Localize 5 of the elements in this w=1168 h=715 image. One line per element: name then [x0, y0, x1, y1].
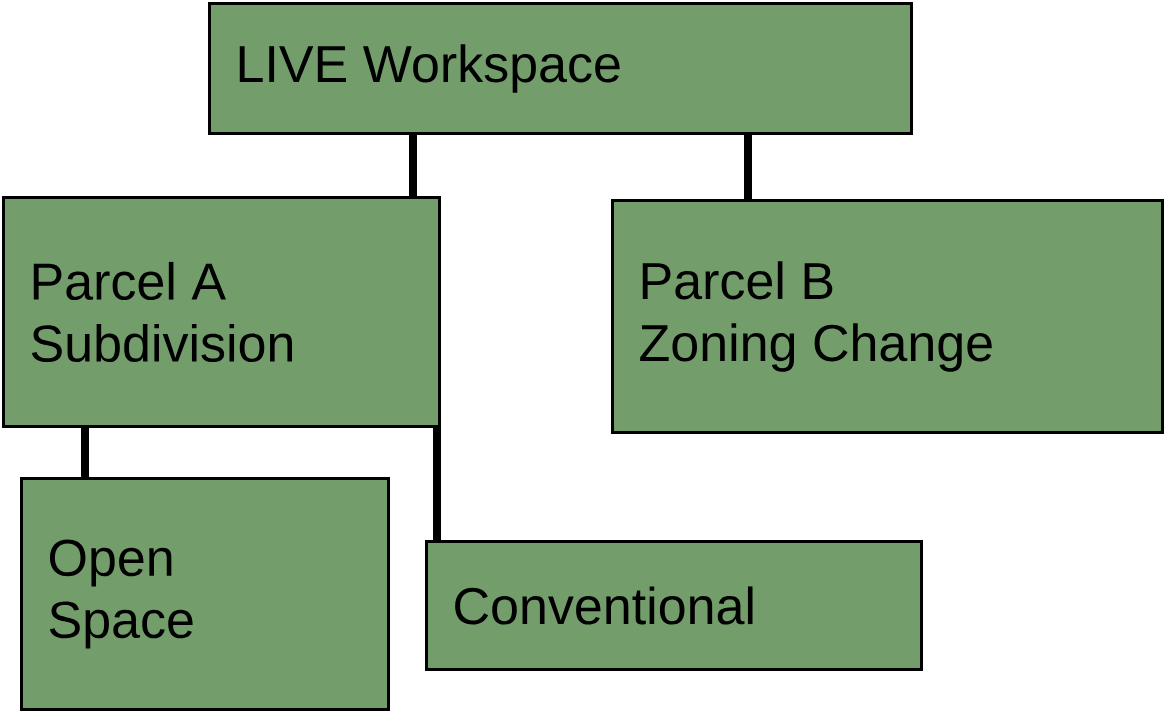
- process-box: Open Space: [20, 477, 390, 711]
- process-box: Parcel B Zoning Change: [611, 199, 1164, 434]
- process-box: LIVE Workspace: [208, 2, 913, 135]
- process-box: Conventional: [425, 540, 923, 671]
- process-box: Parcel A Subdivision: [2, 196, 441, 428]
